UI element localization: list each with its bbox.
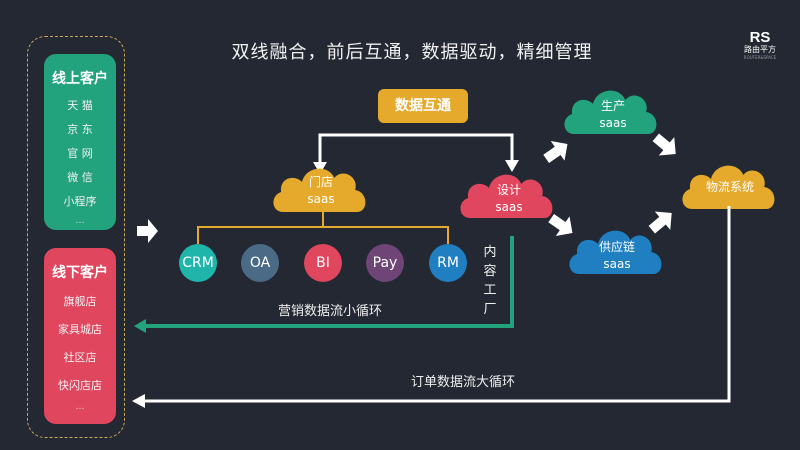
offline-channel: 社区店	[63, 351, 97, 364]
module-bi: BI	[304, 244, 342, 282]
big-loop-label: 订单数据流大循环	[411, 375, 516, 390]
supply-chain-cloud-title: 供应链	[598, 240, 635, 254]
offline-customers-heading: 线下客户	[52, 265, 108, 281]
content-factory-label: 内 容 工 厂	[483, 243, 497, 319]
arrow-to-production-icon	[543, 141, 568, 163]
page-title: 双线融合，前后互通，数据驱动，精细管理	[231, 42, 593, 63]
small-loop-line	[142, 236, 514, 328]
offline-channel: 快闪店店	[58, 379, 102, 392]
customer-group-frame	[27, 36, 125, 438]
arrow-supply-to-logistics-icon	[648, 211, 672, 234]
arrow-production-to-logistics-icon	[652, 133, 676, 156]
production-cloud-subtitle: saas	[599, 116, 627, 130]
online-channel: 天 猫	[67, 99, 93, 112]
inflow-arrow-icon	[137, 219, 158, 243]
module-bracket	[197, 212, 449, 244]
supply-chain-cloud-subtitle: saas	[603, 257, 631, 271]
data-exchange-connector	[318, 133, 514, 170]
design-cloud-subtitle: saas	[495, 200, 523, 214]
big-loop-arrow-head	[132, 394, 145, 408]
store-cloud-title: 门店	[308, 175, 333, 189]
offline-channel: 旗舰店	[63, 295, 97, 308]
offline-customers-panel: 线下客户 旗舰店 家具城店 社区店 快闪店店 …	[44, 248, 116, 424]
small-loop-label: 营销数据流小循环	[278, 304, 383, 319]
content-factory-char: 容	[483, 264, 497, 279]
design-cloud-title: 设计	[496, 183, 521, 197]
big-loop-line	[142, 206, 731, 403]
online-channel: 微 信	[67, 171, 93, 184]
logistics-cloud-label: 物流系统	[695, 179, 765, 196]
data-exchange-label: 数据互通	[378, 89, 468, 123]
production-cloud-label: 生产 saas	[588, 98, 638, 132]
content-factory-char: 厂	[483, 302, 497, 317]
module-oa: OA	[241, 244, 279, 282]
online-customers-heading: 线上客户	[52, 71, 108, 87]
content-factory-char: 内	[483, 245, 497, 260]
logo-subtitle: ROUTER&SPACE	[743, 55, 777, 60]
logo: RS 路由平方 ROUTER&SPACE	[735, 30, 785, 60]
offline-channel: 家具城店	[58, 323, 102, 336]
supply-chain-cloud-label: 供应链 saas	[592, 239, 642, 273]
logo-name: 路由平方	[744, 45, 776, 54]
production-cloud-title: 生产	[600, 99, 625, 113]
logo-mark: RS	[749, 29, 771, 46]
arrow-head-design	[505, 160, 519, 172]
store-cloud-label: 门店 saas	[296, 174, 346, 208]
module-rm: RM	[429, 244, 467, 282]
offline-more: …	[75, 402, 85, 412]
online-channel: 京 东	[67, 123, 93, 136]
online-customers-panel: 线上客户 天 猫 京 东 官 网 微 信 小程序 …	[44, 54, 116, 230]
module-crm: CRM	[179, 244, 217, 282]
online-more: …	[75, 216, 85, 226]
arrow-head-store	[313, 162, 327, 174]
arrow-to-supply-icon	[548, 214, 573, 236]
store-cloud-subtitle: saas	[307, 192, 335, 206]
small-loop-arrow-head	[134, 319, 146, 333]
online-channel: 官 网	[67, 147, 93, 160]
design-cloud-label: 设计 saas	[484, 182, 534, 216]
module-pay: Pay	[366, 244, 404, 282]
logistics-cloud-title: 物流系统	[705, 180, 754, 194]
online-channel: 小程序	[63, 195, 97, 208]
content-factory-char: 工	[483, 283, 497, 298]
